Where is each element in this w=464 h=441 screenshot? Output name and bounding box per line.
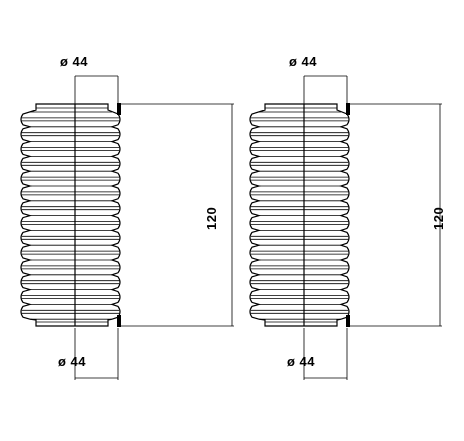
boot-2-length-dimension: 120 [349, 103, 446, 327]
boot-2-top-diameter-dimension: ø 44 [289, 54, 348, 104]
boot-2-bellows [249, 103, 350, 327]
boot-1-length-label: 120 [204, 207, 219, 230]
bellows-right-outline [75, 103, 121, 327]
bellows-right-outline [304, 103, 350, 327]
boot-1-bottom-diameter-dimension: ø 44 [58, 328, 119, 380]
boot-1-bellows [20, 103, 121, 327]
bellows-left-outline [20, 103, 75, 327]
bellows-top-lip [346, 103, 350, 115]
bellows-bottom-lip [346, 315, 350, 327]
bellows-bottom-lip [117, 315, 121, 327]
boot-1-top-diameter-label: ø 44 [60, 54, 88, 69]
bellows-left-outline [249, 103, 304, 327]
boot-1-bottom-diameter-label: ø 44 [58, 354, 86, 369]
boot-2-top-diameter-label: ø 44 [289, 54, 317, 69]
bellows-top-lip [117, 103, 121, 115]
boot-2-length-label: 120 [431, 207, 446, 230]
boot-1-length-dimension: 120 [120, 103, 234, 327]
boot-2-bottom-diameter-dimension: ø 44 [287, 328, 348, 380]
boot-1: ø 44 ø 44 120 [20, 54, 234, 380]
boot-1-top-diameter-dimension: ø 44 [60, 54, 119, 104]
boot-2: ø 44 ø 44 120 [249, 54, 446, 380]
boot-2-bottom-diameter-label: ø 44 [287, 354, 315, 369]
